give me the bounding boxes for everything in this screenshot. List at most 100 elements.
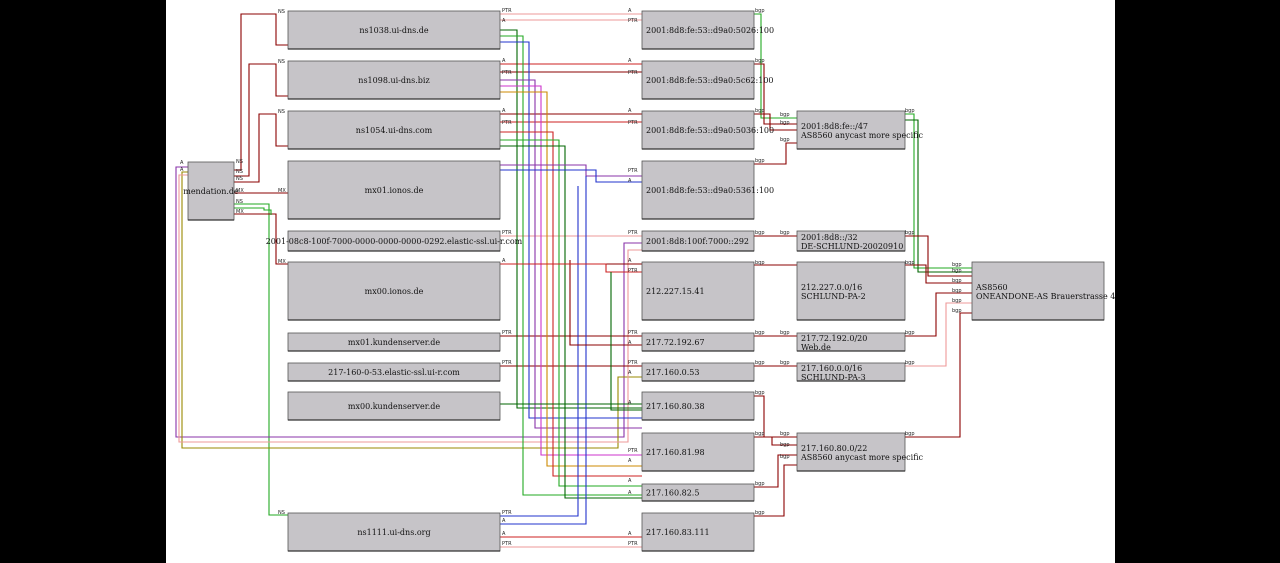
port-label-bgp-32: bgp [952, 308, 962, 314]
port-label-bgp-0: bgp [755, 8, 765, 14]
port-label-src-2: NS [236, 176, 243, 182]
node-elastic6: 2001-08c8-100f-7000-0000-0000-0000-0292.… [266, 230, 523, 252]
port-label-bgp-18: bgp [780, 431, 790, 437]
port-label-ip-4: A [502, 108, 506, 114]
edge-pfx4a-asn [905, 264, 972, 284]
node-box [641, 160, 755, 220]
node-ip4d: 217.160.80.38 [641, 391, 755, 421]
port-label-domain-a: A [180, 160, 184, 166]
port-label-ip-2: A [502, 58, 506, 64]
edge-bundle-4 [500, 85, 642, 456]
node-ns1038: ns1038.ui-dns.de [287, 10, 501, 50]
port-label-bgp-1: bgp [755, 58, 765, 64]
node-ip6e: 2001:8d8:100f:7000::292 [641, 230, 755, 252]
port-label-ip-7: A [502, 258, 506, 264]
edge-ns-ns1098 [234, 63, 288, 177]
node-label: 217.160.80.0/22 [801, 444, 867, 453]
port-label-ip-1: A [502, 18, 506, 24]
node-domain: mendation.de [183, 161, 239, 221]
node-label: 212.227.0.0/16 [801, 283, 862, 292]
port-label-bgp-11: bgp [755, 510, 765, 516]
port-label-ip-19: PTR [628, 120, 638, 126]
port-label-bgp-24: bgp [905, 330, 915, 336]
node-box [187, 161, 235, 221]
node-label: 2001-08c8-100f-7000-0000-0000-0000-0292.… [266, 237, 523, 246]
node-label: 217.160.0.53 [646, 368, 699, 377]
edge-ns1111-a [500, 186, 579, 517]
port-label-ip-17: PTR [628, 70, 638, 76]
node-box [641, 60, 755, 100]
port-labels-layer: NSNSNSMXNSMXNSNSNSMXNSMXAAPTRAAPTRAPTRPT… [180, 8, 962, 547]
edge-ip6a-pfx6a [754, 13, 797, 119]
node-label: 217.160.80.38 [646, 402, 705, 411]
edge-ns-ns1111 [234, 203, 288, 516]
node-label: AS8560 [975, 283, 1008, 292]
node-label: 2001:8d8:100f:7000::292 [646, 237, 749, 246]
port-label-ip-10: PTR [502, 510, 512, 516]
port-label-bgp-13: bgp [780, 120, 790, 126]
port-label-bgp-22: bgp [905, 230, 915, 236]
node-box [641, 110, 755, 150]
node-label: 217-160-0-53.elastic-ssl.ui-r.com [328, 368, 460, 377]
port-label-domain-4: NS [278, 510, 285, 516]
node-sublabel: Web.de [801, 343, 831, 352]
port-label-bgp-7: bgp [755, 360, 765, 366]
node-sublabel: AS8560 anycast more specific [800, 453, 924, 462]
node-ip6b: 2001:8d8:fe:53::d9a0:5c62:100 [641, 60, 774, 100]
port-label-ip-30: PTR [628, 448, 638, 454]
port-label-domain-0: NS [278, 9, 285, 15]
port-label-bgp-28: bgp [952, 268, 962, 274]
port-label-ip-22: PTR [628, 230, 638, 236]
node-mx01a: mx01.ionos.de [287, 160, 501, 220]
nodes-layer: mendation.dens1038.ui-dns.dens1098.ui-dn… [183, 10, 1115, 552]
edge-ns-ns1038 [234, 13, 288, 171]
node-ip4e: 217.160.81.98 [641, 432, 755, 472]
edge-a-pink-loop [178, 174, 642, 443]
port-label-bgp-9: bgp [755, 431, 765, 437]
node-label: 212.227.15.41 [646, 287, 705, 296]
edge-bundle-8 [500, 145, 642, 499]
port-label-ip-16: A [628, 58, 632, 64]
port-label-ip-20: PTR [628, 168, 638, 174]
edge-bundle-1 [500, 35, 642, 496]
node-ip4b: 217.72.192.67 [641, 332, 755, 352]
edge-ns-green-stub [234, 207, 272, 215]
port-label-ip-5: PTR [502, 120, 512, 126]
port-label-ip-27: PTR [628, 360, 638, 366]
port-label-bgp-25: bgp [905, 360, 915, 366]
port-label-domain-2: NS [278, 109, 285, 115]
node-ip4g: 217.160.83.111 [641, 512, 755, 552]
port-label-domain-1: NS [278, 59, 285, 65]
node-ip4a: 212.227.15.41 [641, 261, 755, 321]
node-label: 217.72.192.67 [646, 338, 705, 347]
port-label-domain-5: MX [278, 259, 286, 265]
node-sublabel: SCHLUND-PA-2 [801, 292, 866, 301]
port-label-domain-3: MX [278, 188, 286, 194]
node-label: 217.160.0.0/16 [801, 364, 862, 373]
edge-ip6d-pfx6a [754, 142, 797, 165]
port-label-ip-8: PTR [502, 330, 512, 336]
node-box [287, 110, 501, 150]
edge-ip4g-pfx4d [754, 464, 797, 517]
edge-bundle-0 [500, 29, 642, 409]
edges-layer [175, 13, 972, 548]
node-label: ns1054.ui-dns.com [356, 126, 433, 135]
node-ns1054: ns1054.ui-dns.com [287, 110, 501, 150]
port-label-ip-28: A [628, 370, 632, 376]
port-label-ip-6: PTR [502, 230, 512, 236]
port-label-bgp-8: bgp [755, 390, 765, 396]
node-ip6d: 2001:8d8:fe:53::d9a0:5361:100 [641, 160, 774, 220]
port-label-ip-29: A [628, 400, 632, 406]
port-label-ip-9: PTR [502, 360, 512, 366]
port-label-ip-14: A [628, 8, 632, 14]
port-label-ip-35: PTR [628, 541, 638, 547]
edge-mx01a-a2 [500, 169, 642, 183]
node-ip6a: 2001:8d8:fe:53::d9a0:5026:100 [641, 10, 774, 50]
dns-dependency-graph: mendation.dens1038.ui-dns.dens1098.ui-dn… [175, 8, 1115, 552]
edge-pfx6b-asn [905, 235, 972, 277]
port-label-bgp-5: bgp [755, 260, 765, 266]
port-label-bgp-21: bgp [905, 108, 915, 114]
